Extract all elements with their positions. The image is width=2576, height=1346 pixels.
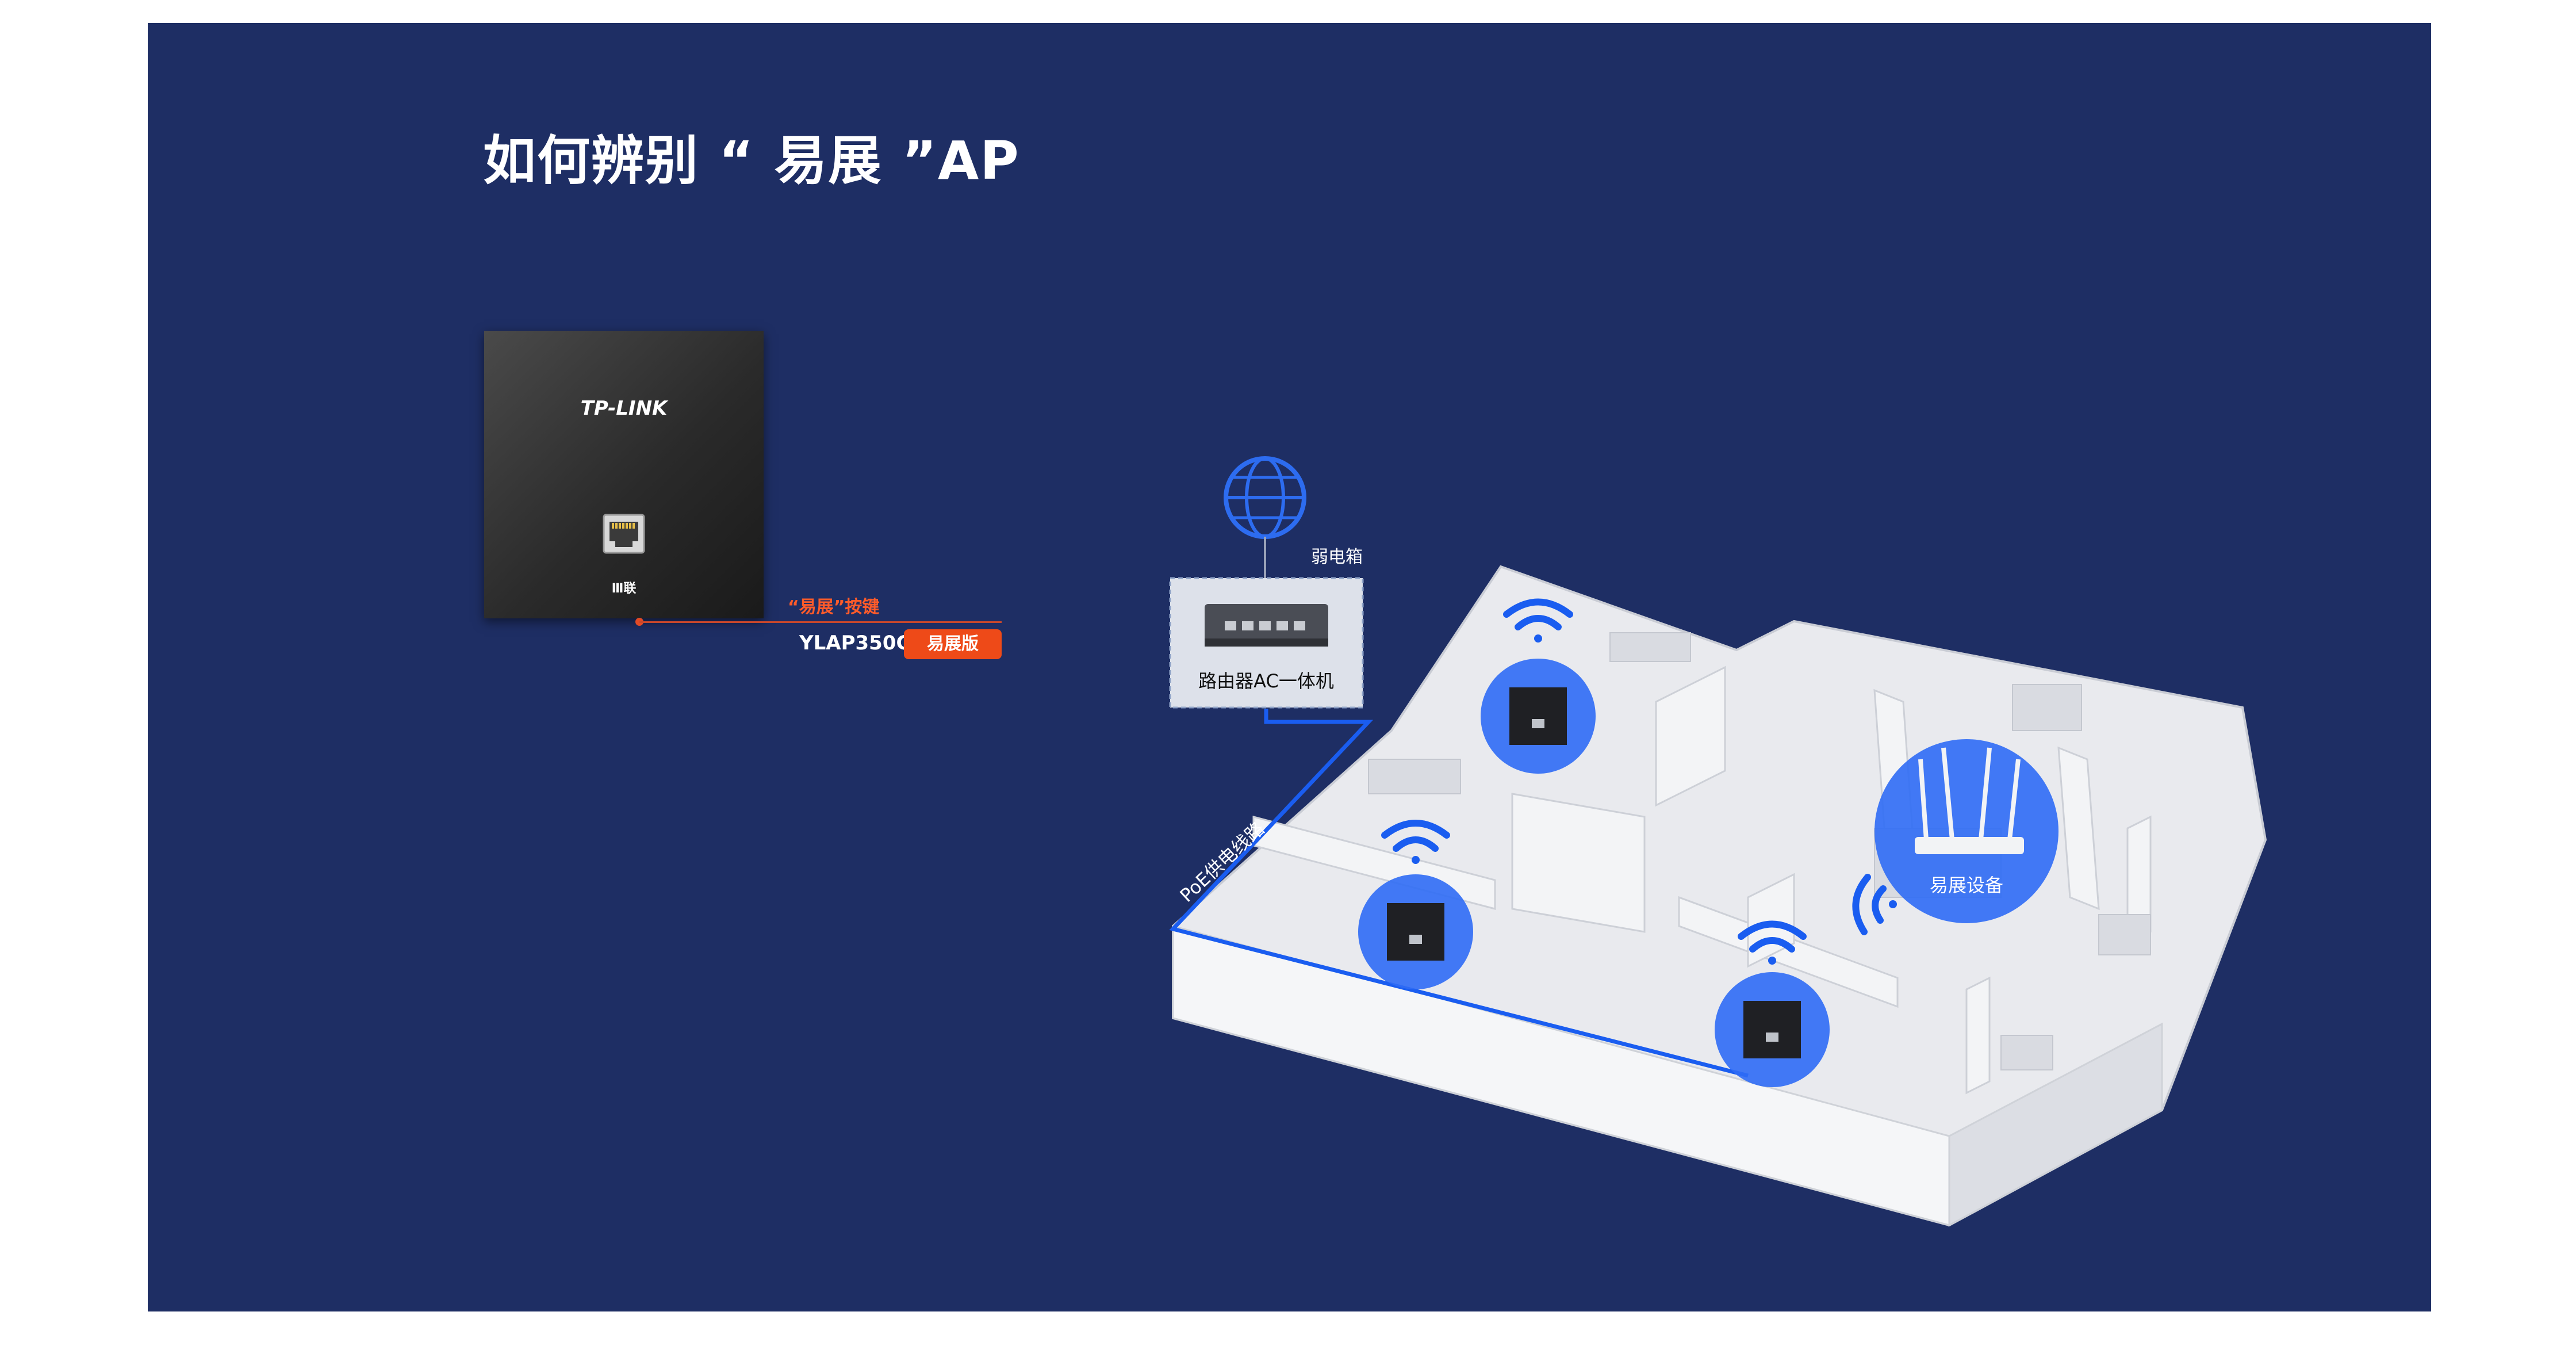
wifi-icon (1852, 874, 1897, 935)
ethernet-port-icon (603, 514, 645, 554)
poe-cable-line (1169, 709, 1749, 1078)
callout-line (639, 621, 1002, 623)
globe-icon (1224, 456, 1306, 578)
easy-mesh-badge: 易展版 (904, 629, 1002, 659)
device-brand-logo: TP-LINK (580, 397, 668, 420)
ap-node-bottom (1715, 972, 1830, 1087)
page-title: 如何辨别 “ 易展 ”AP (483, 130, 1020, 192)
mesh-device-label: 易展设备 (1930, 874, 2003, 896)
device-label-text: Ⅲ联 (611, 582, 637, 596)
model-number: YLAP350G (799, 632, 913, 655)
floor-plan-wall-right (1948, 1022, 2163, 1227)
mesh-device-node (1874, 739, 2058, 923)
wifi-icon (1503, 598, 1573, 643)
ap-node-left (1358, 874, 1473, 989)
ap-device-image: TP-LINK Ⅲ联 (484, 331, 764, 618)
router-icon (1205, 604, 1328, 647)
easy-mesh-button-label: “易展”按键 (788, 597, 880, 617)
wifi-icon (1738, 920, 1807, 965)
weak-box-label: 弱电箱 (1311, 547, 1363, 567)
wifi-icon (1381, 820, 1450, 864)
ap-node-top (1481, 659, 1596, 774)
router-label: 路由器AC一体机 (1198, 670, 1334, 692)
